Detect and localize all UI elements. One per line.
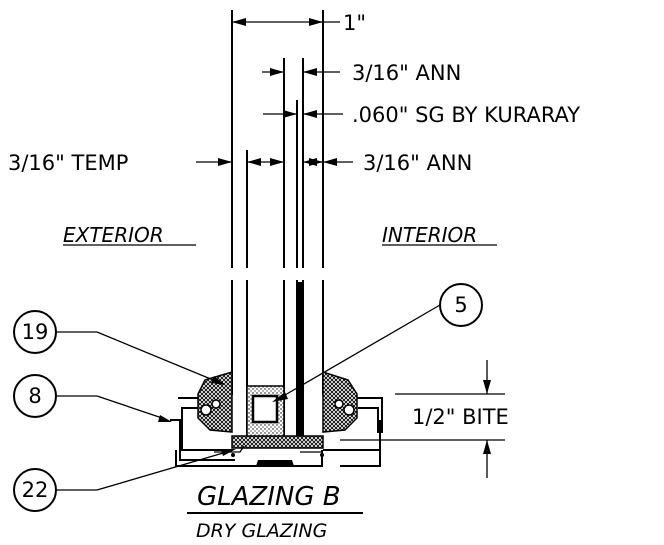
callout-22-label: 22 xyxy=(22,478,49,502)
glass-lite-lines xyxy=(231,10,324,440)
callout-8-label: 8 xyxy=(28,384,41,408)
dim-outer-ann-label: 3/16" ANN xyxy=(352,61,461,85)
sill-frame-assembly xyxy=(170,370,383,467)
detail-subtitle: DRY GLAZING xyxy=(196,520,327,542)
bite-dimension xyxy=(340,360,505,478)
interior-label: INTERIOR xyxy=(382,223,477,247)
dim-inner-ann-label: 3/16" ANN xyxy=(363,151,472,175)
callout-5-label: 5 xyxy=(454,293,467,317)
dim-interlayer-label: .060" SG BY KURARAY xyxy=(352,103,580,127)
detail-title: GLAZING B xyxy=(197,482,341,512)
dim-temp-label: 3/16" TEMP xyxy=(8,151,128,175)
exterior-label: EXTERIOR xyxy=(63,223,164,247)
callout-19-label: 19 xyxy=(22,320,49,344)
dimension-lines xyxy=(196,18,353,166)
callouts xyxy=(13,283,483,512)
bite-label: 1/2" BITE xyxy=(412,405,509,429)
dim-overall-label: 1" xyxy=(343,11,366,35)
